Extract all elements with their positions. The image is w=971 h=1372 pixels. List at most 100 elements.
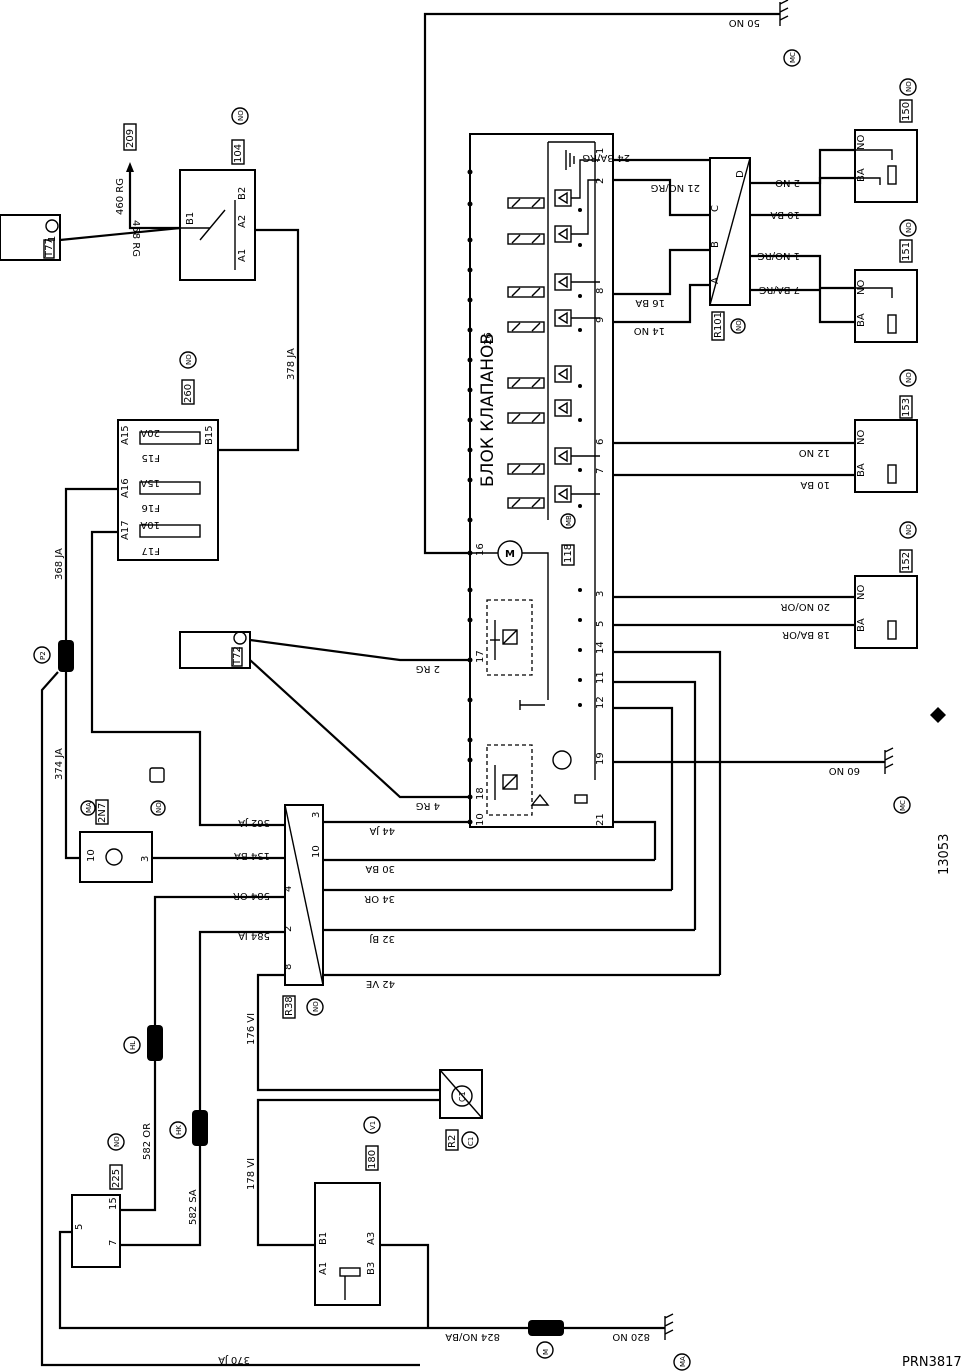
svg-text:NO: NO: [856, 430, 867, 445]
svg-text:9: 9: [595, 317, 606, 323]
svg-text:A1: A1: [318, 1262, 329, 1275]
svg-text:2: 2: [595, 178, 606, 184]
svg-text:2 RG: 2 RG: [416, 663, 440, 674]
svg-text:NO: NO: [905, 524, 913, 535]
svg-text:14: 14: [595, 641, 606, 654]
svg-text:16: 16: [475, 543, 486, 556]
svg-text:F15: F15: [142, 452, 160, 463]
svg-text:NO: NO: [735, 320, 743, 331]
svg-text:20 NO/OR: 20 NO/OR: [781, 601, 830, 612]
svg-text:MA: MA: [679, 1356, 687, 1367]
valve-block: M БЛОК КЛАПАНОВ 26 1 2 8 9 6 7 3 5 14 11…: [467, 133, 614, 828]
svg-text:C1: C1: [458, 1091, 467, 1102]
svg-text:NO: NO: [856, 585, 867, 600]
sensor-c1: C1 R2 C1 178 VI: [246, 1069, 483, 1247]
switch-104: B1 B2 A2 A1 104 NO 460 RG 209 378 JA: [115, 107, 300, 452]
svg-text:7: 7: [595, 468, 606, 474]
svg-text:15A: 15A: [140, 477, 160, 488]
svg-text:MA: MA: [85, 802, 93, 813]
svg-text:3: 3: [140, 856, 151, 862]
svg-text:32 BJ: 32 BJ: [369, 933, 395, 944]
svg-text:180: 180: [367, 1150, 378, 1169]
svg-text:10 BA: 10 BA: [770, 209, 800, 220]
svg-text:B1: B1: [185, 212, 196, 225]
svg-text:3: 3: [595, 591, 606, 597]
svg-text:B2: B2: [237, 187, 248, 200]
figure-number: 13053: [937, 834, 952, 875]
svg-text:260: 260: [183, 384, 194, 403]
svg-text:118: 118: [563, 544, 574, 563]
svg-text:584 OR: 584 OR: [233, 890, 270, 901]
svg-text:24 BA/RG: 24 BA/RG: [582, 152, 630, 163]
svg-text:582 OR: 582 OR: [142, 1123, 153, 1160]
svg-text:8: 8: [595, 288, 606, 294]
svg-text:12 NO: 12 NO: [799, 447, 830, 458]
svg-text:104: 104: [233, 144, 244, 163]
svg-text:60 NO: 60 NO: [829, 765, 860, 776]
fuse-box-260: 20A F15 15A F16 10A F17 A15 A16 A17 B15 …: [54, 351, 285, 827]
svg-text:1: 1: [47, 236, 58, 242]
svg-text:F17: F17: [142, 545, 160, 556]
svg-text:NO: NO: [856, 135, 867, 150]
svg-text:21: 21: [595, 813, 606, 826]
svg-text:V1: V1: [369, 1121, 377, 1130]
svg-text:19: 19: [595, 752, 606, 765]
svg-text:820 NO: 820 NO: [612, 1331, 650, 1342]
sensor-153: NO BA 153 NO: [854, 369, 918, 493]
svg-text:BA: BA: [856, 313, 867, 327]
svg-text:P2: P2: [39, 651, 47, 660]
svg-text:C: C: [710, 205, 721, 212]
svg-text:150: 150: [901, 102, 912, 121]
svg-text:T72: T72: [232, 646, 243, 666]
svg-text:134 BA: 134 BA: [234, 850, 270, 861]
svg-text:18 BA/OR: 18 BA/OR: [782, 629, 830, 640]
bottom-ground: 824 NO/BA 820 NO M MA: [445, 1313, 691, 1371]
svg-text:17: 17: [475, 650, 486, 663]
svg-text:HL: HL: [129, 1041, 137, 1050]
svg-text:NO: NO: [113, 1136, 121, 1147]
svg-text:378 JA: 378 JA: [286, 348, 297, 380]
svg-text:11: 11: [595, 671, 606, 684]
wheel-sensors: NO BA 150 NO NO BA 151 NO NO BA 153 N: [854, 78, 918, 649]
svg-text:8: 8: [283, 964, 294, 970]
svg-text:50 NO: 50 NO: [729, 17, 760, 28]
valve-block-title: БЛОК КЛАПАНОВ: [478, 333, 498, 487]
svg-text:225: 225: [111, 1169, 122, 1188]
sensor-151: NO BA 151 NO: [854, 219, 918, 343]
svg-text:582 SA: 582 SA: [188, 1189, 199, 1225]
svg-text:18: 18: [475, 787, 486, 800]
svg-text:176 VI: 176 VI: [246, 1013, 257, 1045]
top-ground: 50 NO MC: [423, 0, 801, 555]
svg-text:BA: BA: [856, 618, 867, 632]
solenoid-valves: [507, 189, 572, 509]
svg-text:F16: F16: [142, 502, 160, 513]
svg-text:153: 153: [901, 398, 912, 417]
sensor-150: NO BA 150 NO: [854, 78, 918, 203]
svg-text:NO: NO: [185, 354, 193, 365]
sensor-152: NO BA 152 NO: [854, 521, 918, 649]
svg-text:5: 5: [74, 1224, 85, 1230]
svg-text:824 NO/BA: 824 NO/BA: [445, 1331, 500, 1342]
lamp-icon: [105, 848, 123, 866]
svg-text:2: 2: [283, 926, 294, 932]
connector-t77: T77 1 458 RG: [0, 214, 181, 261]
svg-text:C1: C1: [467, 1137, 475, 1146]
interconnect-r38: 3 10 4 2 8 R38 NO 44 JA 30 BA 34 OR 32 B…: [153, 804, 720, 1110]
svg-text:B3: B3: [366, 1262, 377, 1275]
svg-text:NO: NO: [856, 280, 867, 295]
svg-text:584 JA: 584 JA: [238, 930, 270, 941]
svg-text:1 NO/RG: 1 NO/RG: [757, 250, 800, 261]
svg-text:34 OR: 34 OR: [364, 893, 395, 904]
switch-180: B1 A3 A1 B3 180 V1: [314, 1116, 430, 1328]
svg-text:151: 151: [901, 242, 912, 261]
svg-text:1: 1: [595, 148, 606, 154]
svg-text:MB: MB: [565, 515, 573, 526]
svg-text:14 NO: 14 NO: [634, 325, 665, 336]
svg-text:10 BA: 10 BA: [800, 479, 830, 490]
reference-code: PRN3817: [902, 1355, 962, 1370]
svg-text:A15: A15: [120, 425, 131, 445]
module-225: 15 7 5 225 NO: [58, 1133, 528, 1330]
transistor-icon: [552, 750, 572, 770]
svg-text:A16: A16: [120, 478, 131, 498]
